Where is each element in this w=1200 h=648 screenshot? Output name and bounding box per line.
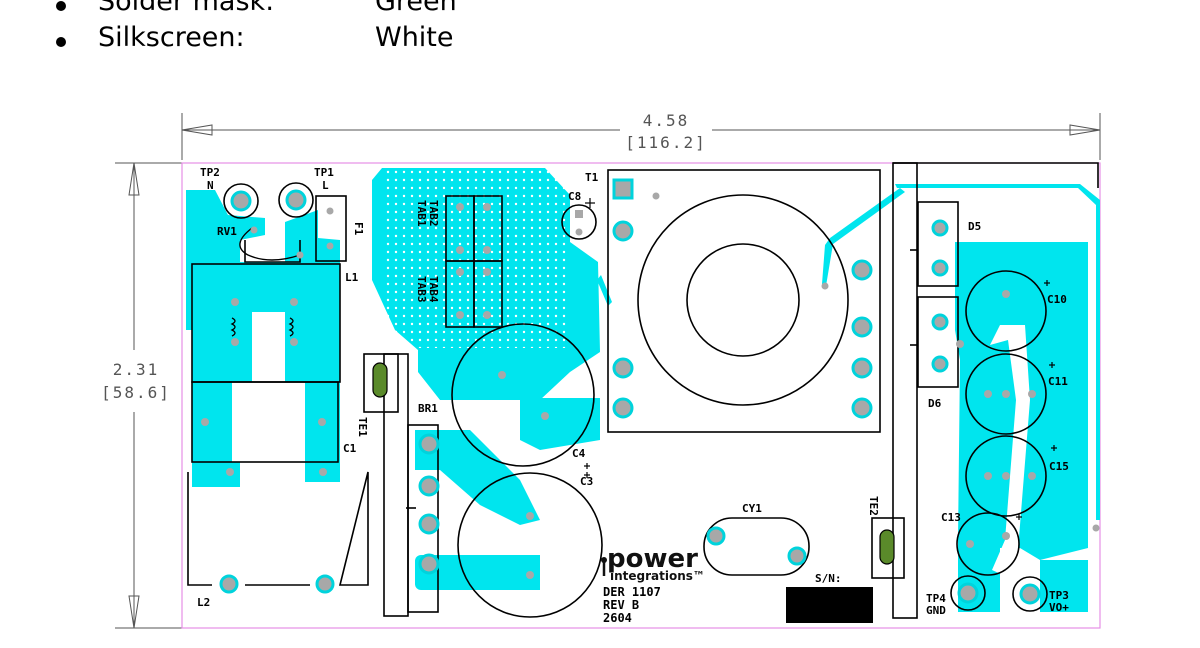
br1-label: BR1 (418, 402, 438, 415)
tp4-label: TP4 (926, 592, 946, 605)
l1-label: L1 (345, 271, 359, 284)
te1-outline (363, 353, 399, 413)
c15-outline (965, 435, 1047, 517)
spec-label: Silkscreen: (98, 22, 245, 53)
c10-label: C10 (1047, 293, 1067, 306)
tp3-net-label: VO+ (1049, 601, 1069, 614)
tp2-net-label: N (207, 179, 214, 192)
tab1-label: TAB1 (415, 200, 428, 227)
tp3-label: TP3 (1049, 589, 1069, 602)
c8-label: C8 (568, 190, 581, 203)
date-code: 2604 (603, 611, 632, 625)
te2-outline (871, 517, 905, 579)
coil-icon (230, 317, 294, 337)
tp4-net-label: GND (926, 604, 946, 617)
pads (219, 178, 1041, 605)
d5-label: D5 (968, 220, 981, 233)
cy1-outline (703, 517, 810, 576)
c3-label: C3 (580, 475, 593, 488)
spec-label: Solder mask: (98, 0, 275, 17)
width-dimension (181, 113, 1101, 160)
tp1-net-label: L (322, 179, 329, 192)
tab3-label: TAB3 (415, 276, 428, 303)
c13-outline (956, 512, 1020, 576)
der-number: DER 1107 (603, 585, 661, 599)
polarity-marks (584, 198, 1057, 520)
c15-label: C15 (1049, 460, 1069, 473)
silkscreen-layer (187, 162, 1099, 619)
height-inches: 2.31 (113, 360, 160, 379)
l2-outline (187, 471, 369, 586)
serial-number-block (786, 587, 873, 623)
width-mm: [116.2] (625, 133, 706, 152)
te1-label: TE1 (356, 417, 369, 437)
tab4-label: TAB4 (427, 276, 440, 303)
c13-label: C13 (941, 511, 961, 524)
tab2-label: TAB2 (427, 200, 440, 227)
rv1-outline (244, 240, 301, 263)
c4-label: C4 (572, 447, 586, 460)
power-integrations-logo: power integrations™ (601, 544, 705, 583)
height-mm: [58.6] (101, 383, 171, 402)
logo-sub-text: integrations™ (610, 569, 705, 583)
c8-outline (561, 204, 597, 240)
c1-label: C1 (343, 442, 357, 455)
spec-value: Green (375, 0, 457, 17)
bullet-icon (56, 1, 66, 11)
tp2-label: TP2 (200, 166, 220, 179)
d6-label: D6 (928, 397, 942, 410)
isolation-gap (990, 325, 1030, 575)
logo-main-text: power (607, 544, 698, 574)
sn-label: S/N: (815, 572, 842, 585)
rv1-lead (239, 227, 301, 261)
d5-outline (917, 201, 959, 287)
t1-label: T1 (585, 171, 599, 184)
t1-outline (607, 169, 881, 433)
bullet-icon (56, 37, 66, 47)
c10-outline (965, 270, 1047, 352)
rv1-label: RV1 (217, 225, 237, 238)
d6-outline (917, 296, 959, 388)
small-pads (201, 192, 1100, 579)
c4-outline (451, 323, 595, 467)
l2-label: L2 (197, 596, 210, 609)
c1-outline (191, 381, 339, 463)
cy1-label: CY1 (742, 502, 762, 515)
width-inches: 4.58 (643, 111, 690, 130)
spec-value: White (375, 22, 454, 53)
te2-label: TE2 (867, 496, 880, 516)
c3-outline (457, 472, 603, 618)
te2-body (879, 529, 895, 565)
tp1-label: TP1 (314, 166, 334, 179)
revision: REV B (603, 598, 639, 612)
f1-label: F1 (352, 222, 365, 236)
br1-outline (383, 353, 409, 617)
te1-body (372, 362, 388, 398)
header-outline (893, 162, 1099, 188)
f1-outline (315, 195, 347, 262)
c11-label: C11 (1048, 375, 1068, 388)
height-dimension (115, 162, 182, 629)
c11-outline (965, 353, 1047, 435)
